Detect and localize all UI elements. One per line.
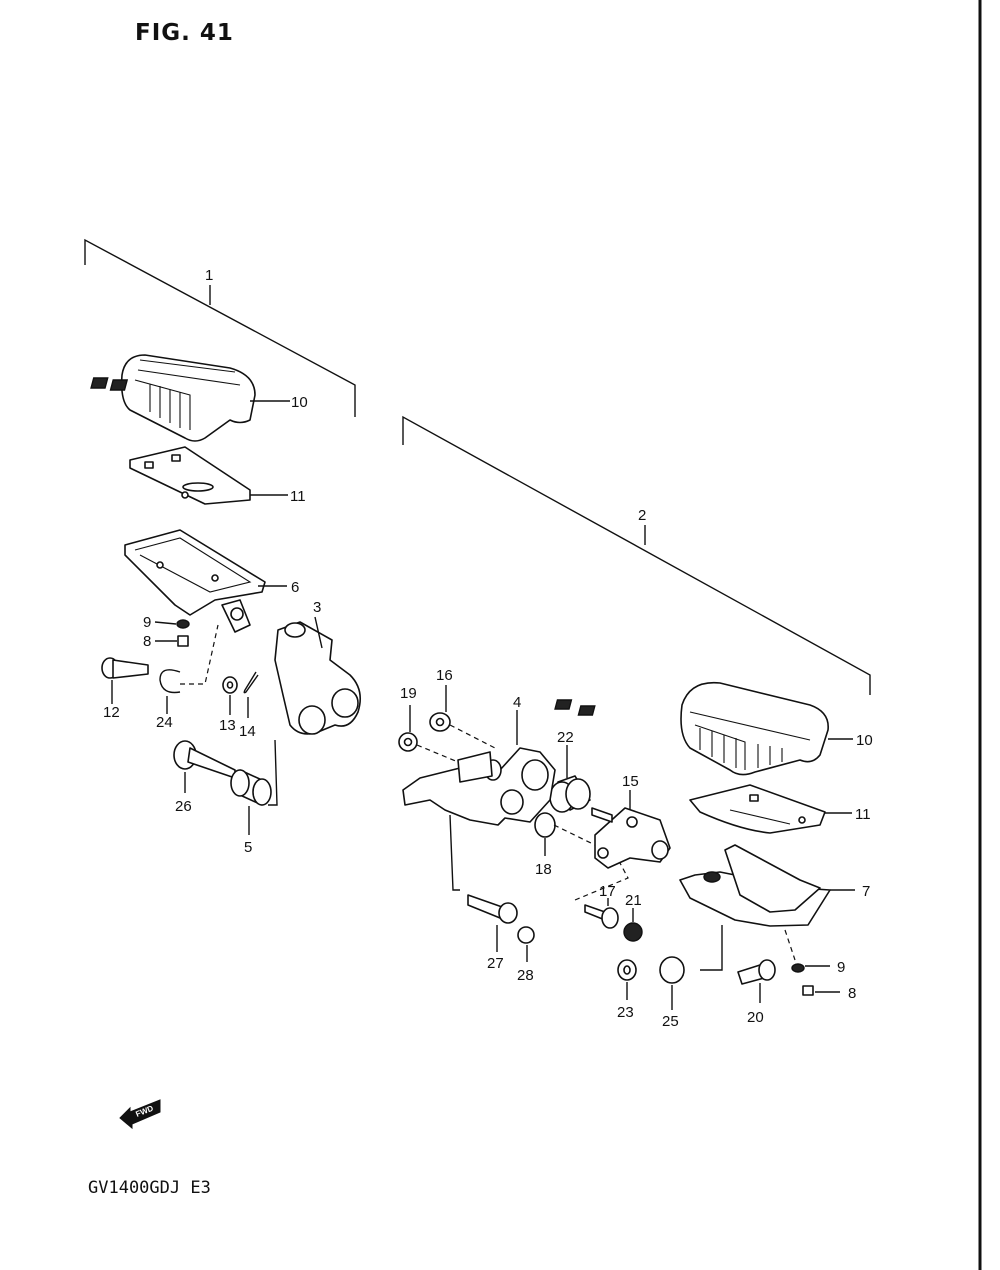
- washer-13: [222, 676, 238, 715]
- callout-3: 3: [313, 599, 321, 616]
- callout-20: 20: [747, 1009, 764, 1026]
- callout-10-left: 10: [291, 394, 308, 411]
- assembly-1-bracket: [84, 238, 356, 417]
- callout-2: 2: [638, 507, 646, 524]
- callout-9-left: 9: [143, 614, 151, 631]
- bolt-27: [467, 894, 518, 952]
- bushing-22: [549, 745, 591, 813]
- nut-16: [429, 685, 496, 749]
- pin-20: [737, 959, 776, 1003]
- bushing-18: [534, 812, 596, 856]
- small-bolt-washer-right: [791, 963, 840, 996]
- callout-23: 23: [617, 1004, 634, 1021]
- callout-18: 18: [535, 861, 552, 878]
- callout-4: 4: [513, 694, 521, 711]
- callout-1: 1: [205, 267, 213, 284]
- footrest-bracket-right: [679, 844, 855, 971]
- callout-21: 21: [625, 892, 642, 909]
- callout-11-left: 11: [290, 488, 306, 505]
- plate-15: [591, 790, 671, 869]
- clip-25: [659, 956, 685, 1010]
- bolt-17: [574, 847, 629, 929]
- footrest-holder-3: [268, 616, 361, 806]
- bolt-26: [173, 740, 236, 793]
- model-code: GV1400GDJ E3: [88, 1178, 211, 1198]
- callout-8-left: 8: [143, 633, 151, 650]
- fwd-arrow-icon: FWD: [119, 1099, 161, 1130]
- cotter-pin-14: [243, 671, 259, 718]
- callout-24: 24: [156, 714, 173, 731]
- cap-21: [623, 908, 643, 942]
- callout-16: 16: [436, 667, 453, 684]
- callout-11-right: 11: [855, 806, 871, 823]
- cap-28: [517, 926, 535, 962]
- callout-15: 15: [622, 773, 639, 790]
- callout-17: 17: [599, 883, 616, 900]
- callout-12: 12: [103, 704, 120, 721]
- callout-26: 26: [175, 798, 192, 815]
- assembly-2-bracket: [402, 415, 871, 695]
- nut-23: [617, 959, 637, 1000]
- small-bolt-washer-left: [154, 619, 190, 647]
- callout-8-right: 8: [848, 985, 856, 1002]
- callout-28: 28: [517, 967, 534, 984]
- nut-19: [398, 705, 459, 763]
- footrest-rubber-left: [90, 354, 290, 442]
- figure-title: FIG. 41: [135, 20, 234, 46]
- callout-10-right: 10: [856, 732, 873, 749]
- callout-14: 14: [239, 723, 256, 740]
- footrest-rubber-right: [554, 681, 853, 776]
- callout-9-right: 9: [837, 959, 845, 976]
- footrest-plate-left: [129, 446, 288, 505]
- callout-25: 25: [662, 1013, 679, 1030]
- callout-27: 27: [487, 955, 504, 972]
- clip-24: [159, 624, 219, 714]
- footrest-bracket-left: [124, 529, 287, 633]
- callout-19: 19: [400, 685, 417, 702]
- callout-6: 6: [291, 579, 299, 596]
- footrest-plate-right: [689, 784, 852, 834]
- footrest-holder-4: [402, 710, 556, 891]
- callout-7: 7: [862, 883, 870, 900]
- bushing-5: [230, 769, 272, 835]
- callout-22: 22: [557, 729, 574, 746]
- pin-12: [101, 657, 149, 704]
- callout-labels: 1 2 3 4 5 6 7 8 8 9 9 10 10 11 11 12 13 …: [103, 267, 873, 1030]
- callout-13: 13: [219, 717, 236, 734]
- callout-5: 5: [244, 839, 252, 856]
